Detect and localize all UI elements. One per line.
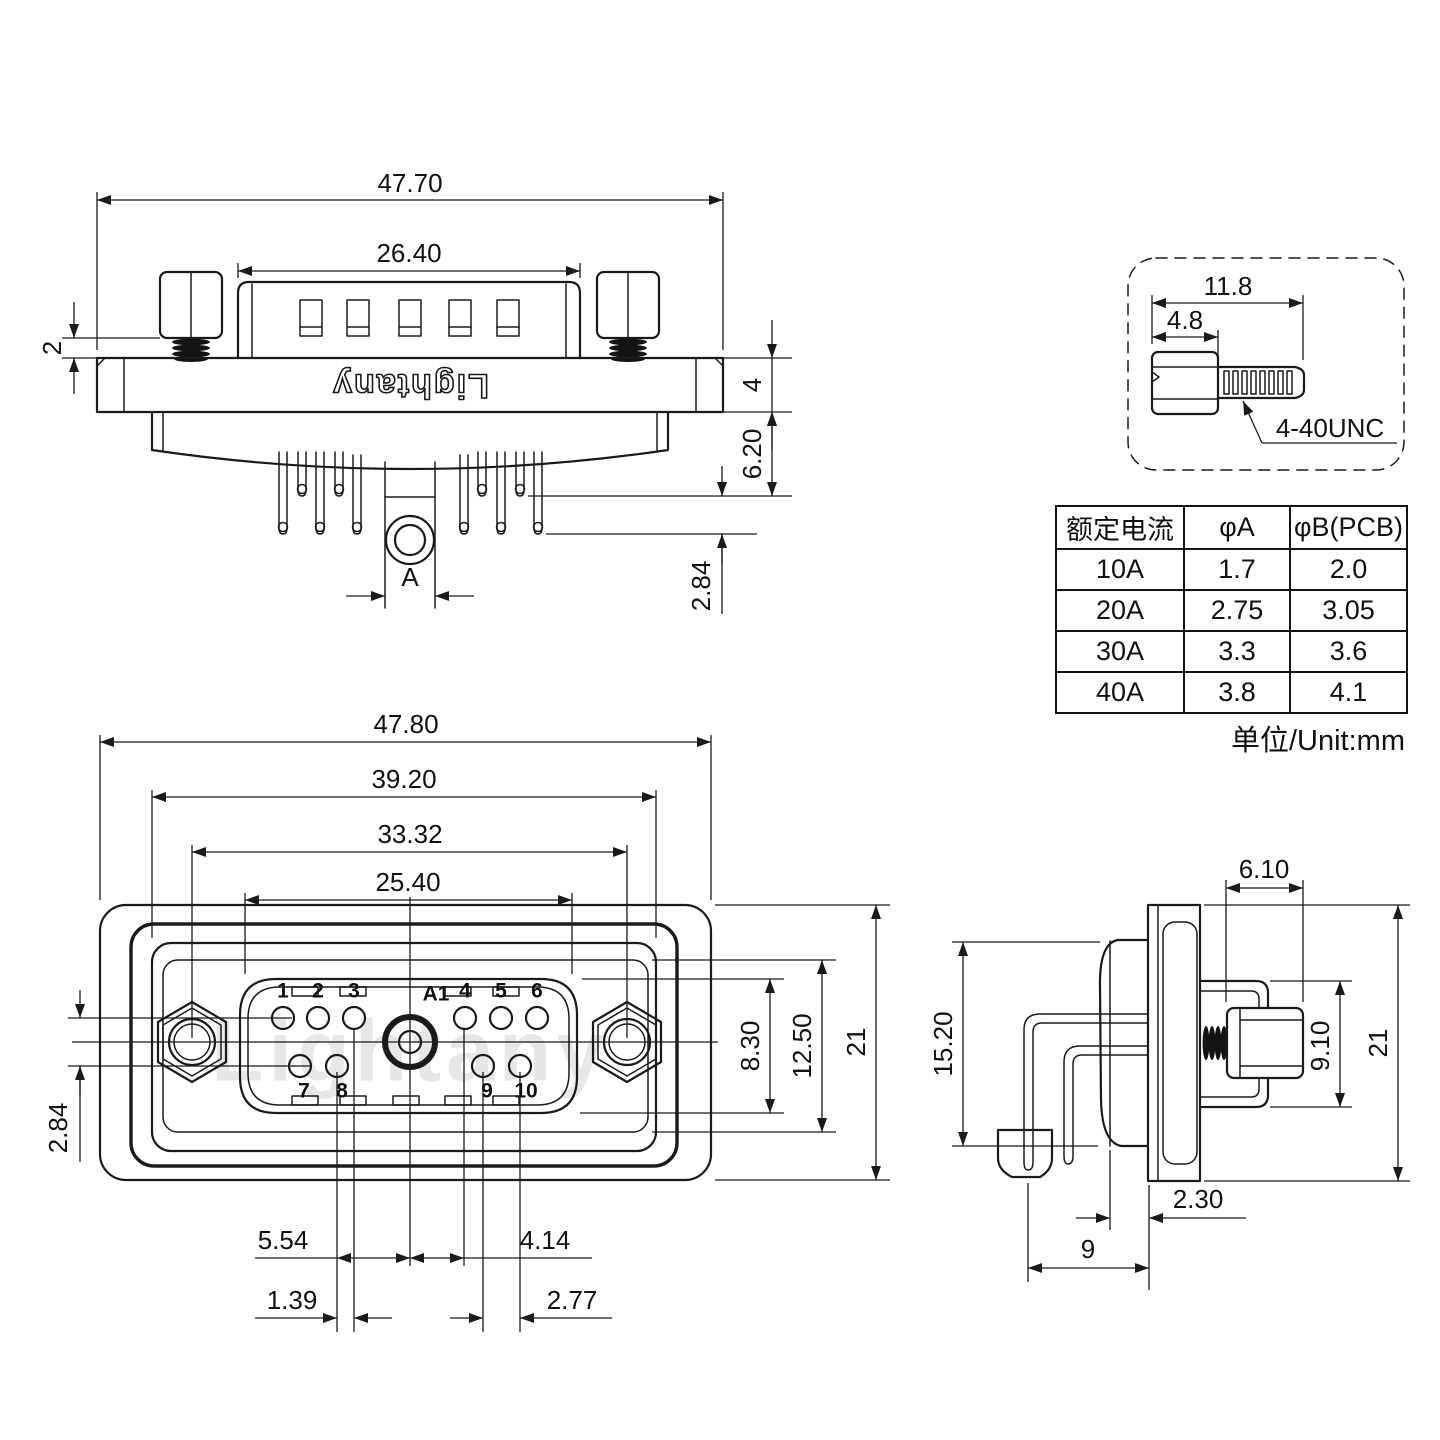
screw-detail [1127, 257, 1405, 471]
flange [95, 356, 725, 414]
screw-thread [1216, 365, 1306, 400]
rated-current-table: 额定电流 φA φB(PCB) 10A 1.7 2.0 20A 2.75 3.0… [1055, 505, 1408, 714]
dim-9: 9 [1080, 1234, 1096, 1264]
dim-25-40: 25.40 [375, 867, 441, 897]
dim-4-8: 4.8 [1166, 305, 1204, 335]
dim-8-30: 8.30 [735, 1020, 765, 1072]
pin-label-4: 4 [459, 979, 471, 1003]
side-flange [1146, 903, 1202, 1183]
panel-edge [129, 922, 679, 1168]
dim-39-20: 39.20 [371, 764, 437, 794]
right-hex-nut [591, 1000, 663, 1084]
dim-6-20: 6.20 [737, 428, 767, 480]
cell-dia-a-40a: 3.8 [1183, 671, 1291, 714]
side-body [1098, 938, 1150, 1148]
dim-33-32: 33.32 [377, 819, 443, 849]
thread-spec-label: 4-40UNC [1275, 413, 1385, 443]
right-angle-pins [1023, 1013, 1149, 1171]
pin-label-7: 7 [298, 1079, 310, 1103]
cell-dia-b-10a: 2.0 [1289, 548, 1408, 591]
dim-2: 2 [37, 340, 67, 356]
top-view [62, 192, 792, 614]
pin-label-2: 2 [312, 979, 324, 1003]
dim-47-80: 47.80 [373, 709, 439, 739]
dim-11-8: 11.8 [1203, 271, 1253, 301]
solder-pins [277, 451, 544, 535]
col-header-current: 额定电流 [1055, 505, 1185, 550]
cell-dia-b-20a: 3.05 [1289, 589, 1408, 632]
right-thumbscrew [595, 270, 661, 362]
left-thumbscrew [158, 270, 224, 362]
dim-21-side: 21 [1363, 1028, 1393, 1058]
table-row: 30A 3.3 3.6 [1055, 630, 1408, 673]
coax-contact-a1 [382, 1014, 438, 1070]
cell-current-20a: 20A [1055, 589, 1185, 632]
cell-current-30a: 30A [1055, 630, 1185, 673]
dim-21-front: 21 [841, 1027, 871, 1057]
dim-2-77: 2.77 [546, 1285, 598, 1315]
left-hex-nut [156, 1000, 228, 1084]
dim-2-84-top: 2.84 [686, 560, 716, 612]
cell-dia-b-40a: 4.1 [1289, 671, 1408, 714]
table-row: 20A 2.75 3.05 [1055, 589, 1408, 632]
dim-4-14: 4.14 [519, 1225, 571, 1255]
front-view [68, 735, 890, 1332]
cell-dia-a-20a: 2.75 [1183, 589, 1291, 632]
connector-shroud [236, 280, 582, 360]
col-header-dia-a: φA [1183, 505, 1291, 550]
table-header-row: 额定电流 φA φB(PCB) [1055, 505, 1408, 550]
unit-note: 单位/Unit:mm [1230, 725, 1405, 757]
table-row: 40A 3.8 4.1 [1055, 671, 1408, 714]
brand-text: Lightany [330, 366, 489, 406]
cell-dia-a-30a: 3.3 [1183, 630, 1291, 673]
dim-47-70: 47.70 [377, 168, 443, 198]
dim-a-label: A [401, 562, 419, 592]
cell-dia-b-30a: 3.6 [1289, 630, 1408, 673]
pin-label-a1: A1 [422, 982, 450, 1006]
dim-4: 4 [737, 377, 767, 393]
side-thumbscrew [1202, 1006, 1305, 1080]
table-row: 10A 1.7 2.0 [1055, 548, 1408, 591]
screw-head [1150, 350, 1220, 416]
dim-12-50: 12.50 [787, 1013, 817, 1079]
col-header-dia-b: φB(PCB) [1289, 505, 1408, 550]
cell-dia-a-10a: 1.7 [1183, 548, 1291, 591]
dim-2-30: 2.30 [1172, 1184, 1224, 1214]
pin-label-10: 10 [514, 1079, 538, 1103]
dim-2-84-front: 2.84 [43, 1102, 73, 1154]
coax-pin-side [384, 461, 436, 609]
dim-15-20: 15.20 [928, 1011, 958, 1077]
pin-label-5: 5 [495, 979, 507, 1003]
dim-5-54: 5.54 [257, 1225, 309, 1255]
insulator-body [150, 410, 670, 471]
pin-label-3: 3 [348, 979, 360, 1003]
pin-label-9: 9 [481, 1079, 493, 1103]
dim-1-39: 1.39 [266, 1285, 318, 1315]
d-insert [238, 977, 579, 1115]
pin-label-8: 8 [336, 1079, 348, 1103]
cell-current-40a: 40A [1055, 671, 1185, 714]
dim-9-10: 9.10 [1305, 1020, 1335, 1072]
pin-label-1: 1 [277, 979, 289, 1003]
dim-6-10: 6.10 [1238, 854, 1290, 884]
boardlock [996, 1128, 1054, 1179]
cell-current-10a: 10A [1055, 548, 1185, 591]
pin-label-6: 6 [531, 979, 543, 1003]
side-view [952, 880, 1410, 1290]
dim-26-40: 26.40 [376, 238, 442, 268]
